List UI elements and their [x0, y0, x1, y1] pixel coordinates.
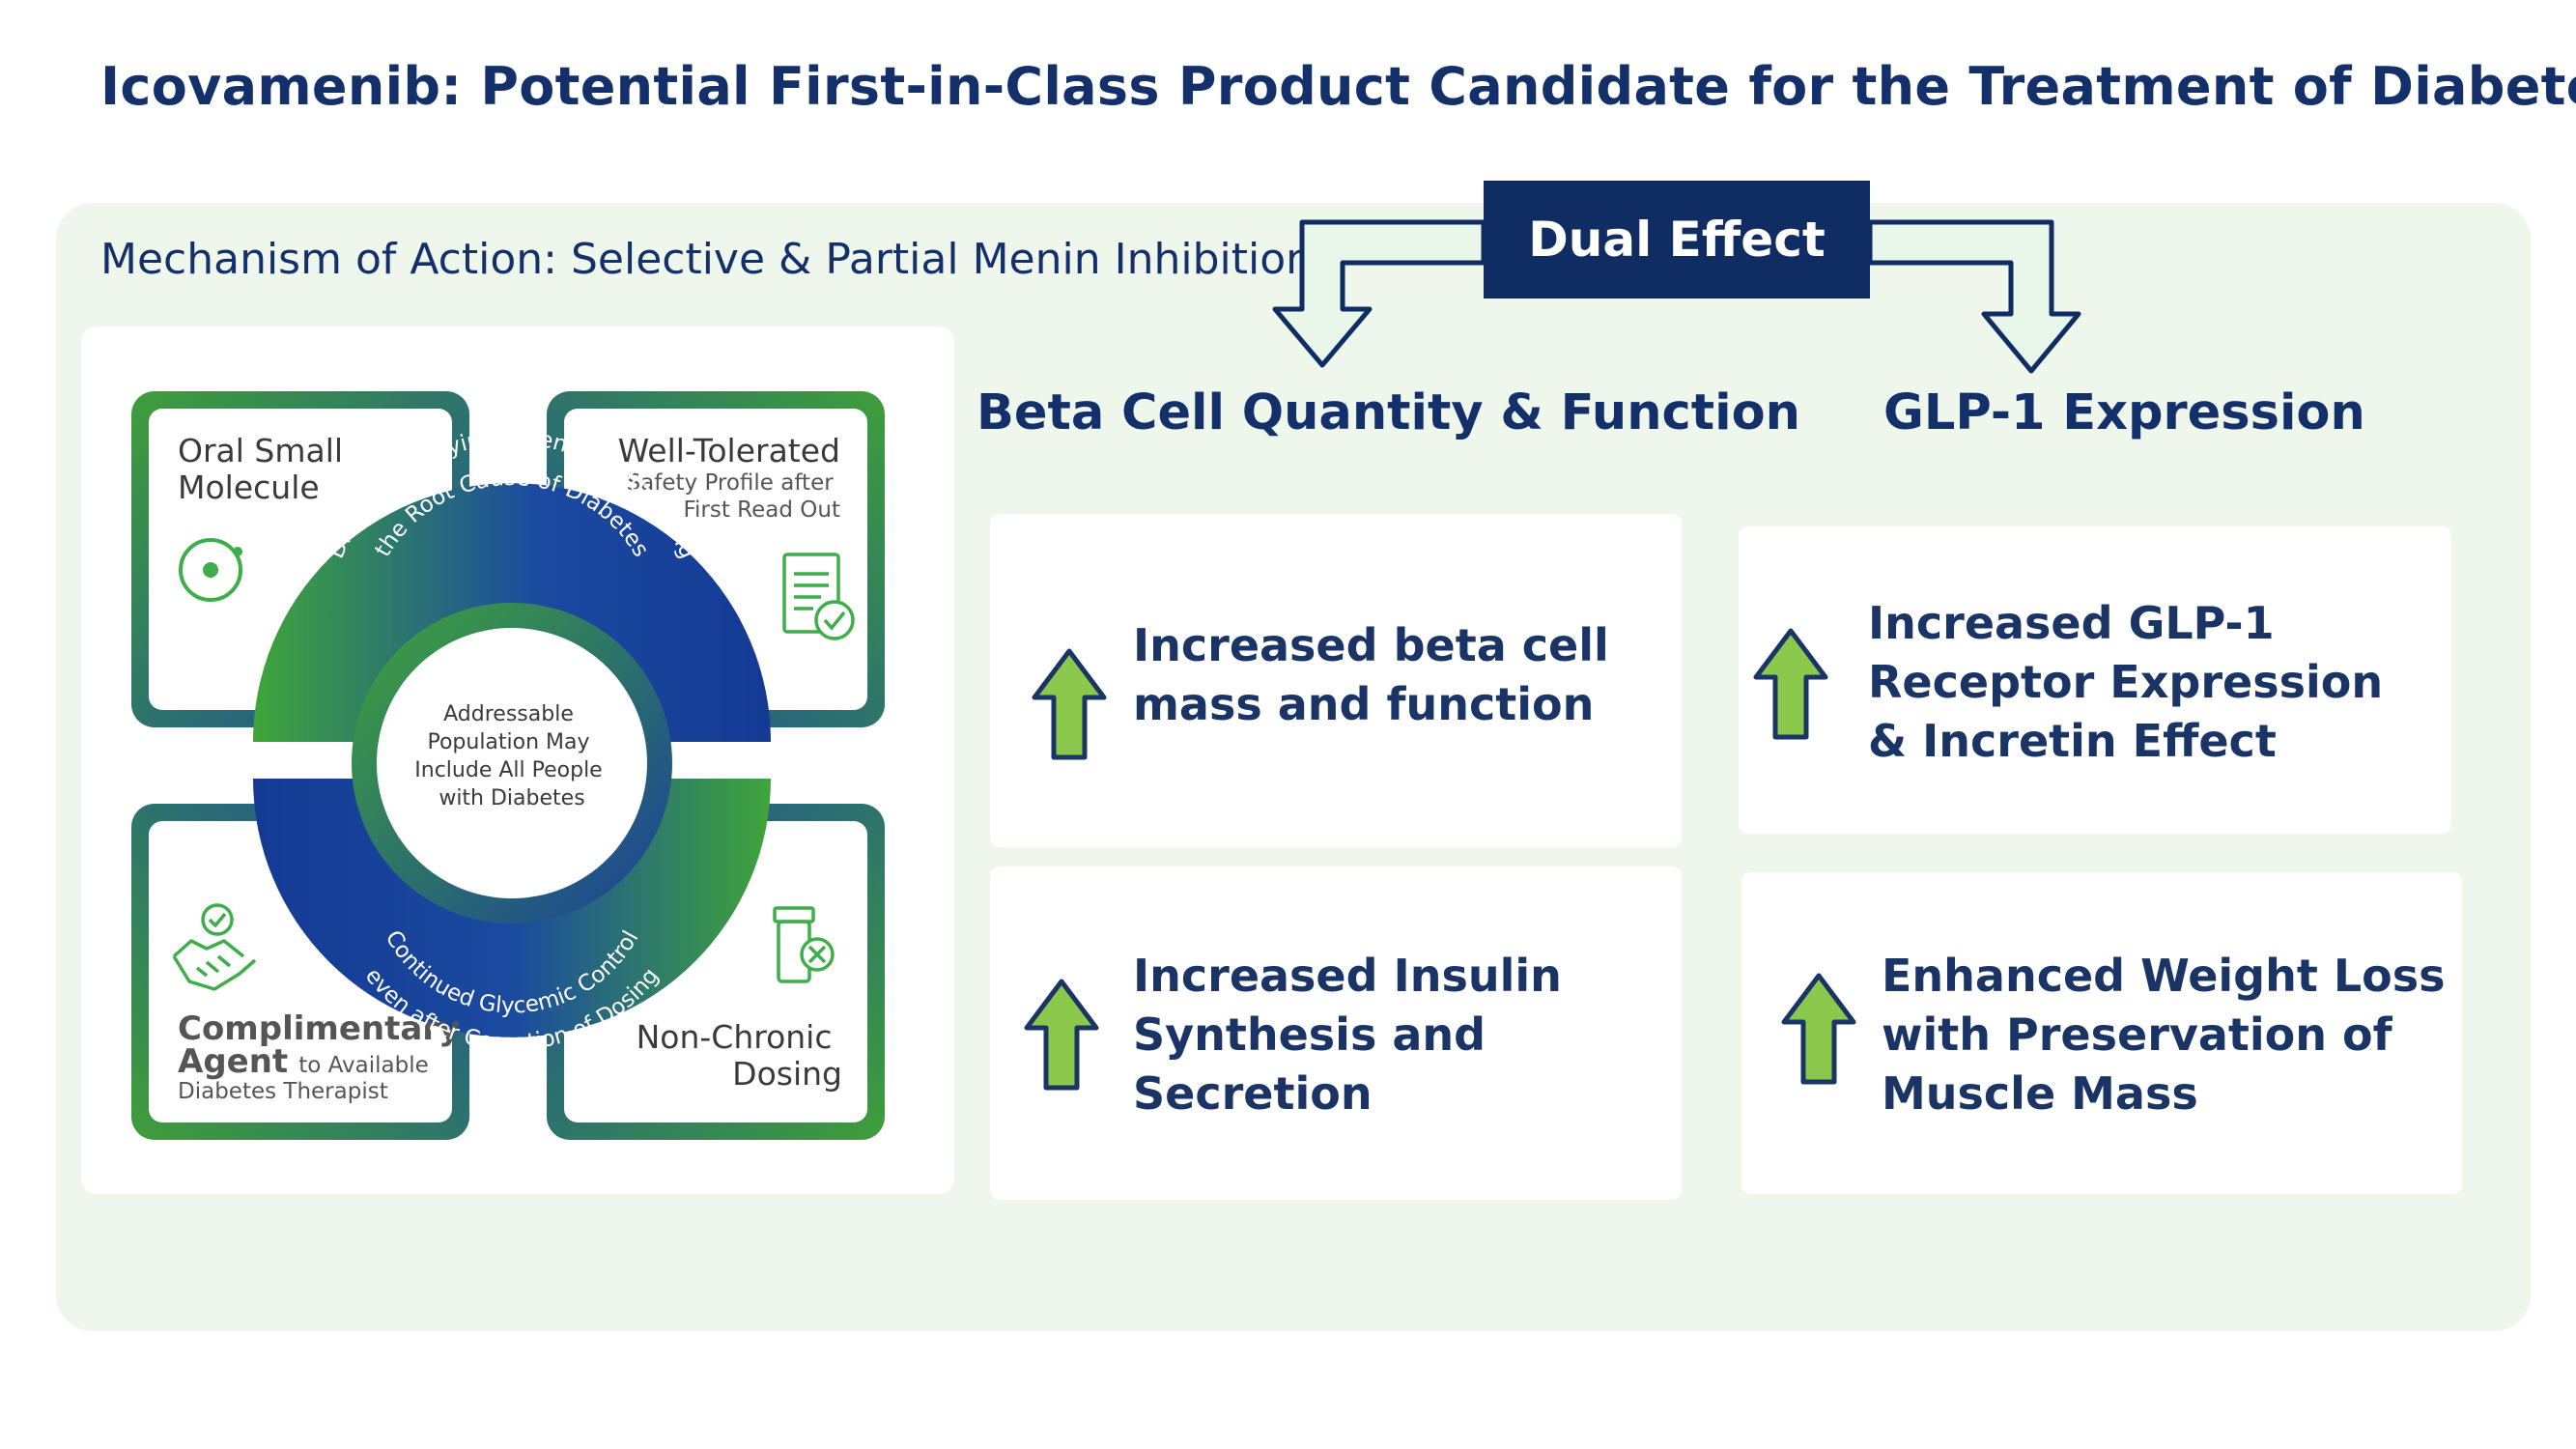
right-branch-arrow	[1867, 219, 2081, 374]
effect-text-line: Synthesis and	[1133, 1009, 1486, 1061]
effect-card-glp1-receptor: Increased GLP-1 Receptor Expression & In…	[1739, 526, 2451, 834]
center-text: Addressable Population May Include All P…	[414, 702, 609, 810]
effect-text-line: Increased Insulin	[1133, 950, 1562, 1002]
effect-text-line: & Incretin Effect	[1868, 715, 2277, 767]
glp1-heading: GLP-1 Expression	[1883, 384, 2365, 441]
well-tolerated-subtitle: Safety Profile after First Read Out	[627, 470, 840, 523]
oral-small-molecule-title: Oral Small Molecule	[178, 432, 354, 506]
effect-text-line: Increased GLP-1	[1868, 597, 2275, 649]
effect-text-line: with Preservation of	[1882, 1009, 2392, 1061]
complimentary-agent-title: Complimentary	[178, 1009, 460, 1048]
handshake-icon	[172, 903, 257, 991]
beta-cell-heading: Beta Cell Quantity & Function	[977, 384, 1800, 441]
page-title: Icovamenib: Potential First-in-Class Pro…	[100, 56, 2576, 117]
complimentary-agent-second-line: Agent to Available	[178, 1042, 429, 1081]
pill-bottle-icon	[773, 906, 835, 983]
complimentary-agent-subtitle: Diabetes Therapist	[178, 1079, 388, 1104]
target-icon	[179, 538, 242, 602]
effect-text-line: Muscle Mass	[1882, 1067, 2198, 1120]
non-chronic-dosing-title: Non-Chronic Dosing	[637, 1018, 842, 1093]
center-disc	[377, 628, 647, 898]
effect-card-beta-mass: Increased beta cell mass and function	[990, 514, 1682, 847]
left-branch-arrow	[1272, 219, 1486, 368]
effect-text-line: Receptor Expression	[1868, 656, 2384, 708]
mechanism-title: Mechanism of Action: Selective & Partial…	[100, 235, 1314, 284]
checklist-document-icon	[782, 553, 855, 640]
effect-card-weight-loss: Enhanced Weight Loss with Preservation o…	[1741, 872, 2462, 1194]
up-arrow-icon	[1781, 973, 1856, 1085]
dual-effect-box: Dual Effect	[1484, 181, 1870, 298]
effect-text-line: Secretion	[1133, 1067, 1373, 1120]
up-arrow-icon	[1024, 979, 1099, 1091]
effect-text-line: Enhanced Weight Loss	[1882, 950, 2446, 1002]
effect-card-insulin: Increased Insulin Synthesis and Secretio…	[990, 867, 1682, 1200]
well-tolerated-title: Well-Tolerated	[618, 432, 840, 469]
up-arrow-icon	[1032, 648, 1107, 760]
effect-text-line: mass and function	[1133, 678, 1595, 730]
effect-text-line: Increased beta cell	[1133, 619, 1609, 671]
up-arrow-icon	[1753, 628, 1828, 740]
